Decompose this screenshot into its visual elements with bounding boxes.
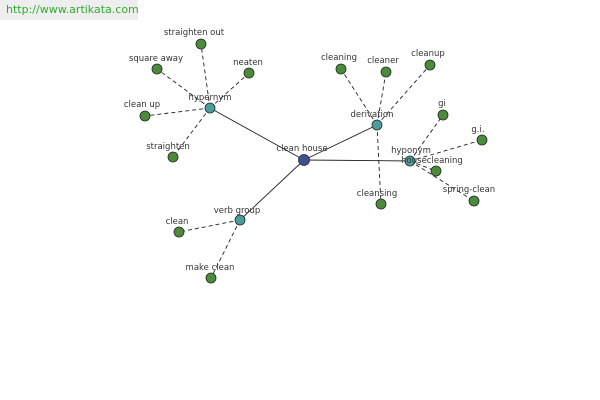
leaf-node-label[interactable]: straighten xyxy=(146,142,190,152)
edge-center-to-r_verbgroup xyxy=(239,159,305,221)
edge-r_hypernym-to-l_straighten xyxy=(172,107,211,158)
leaf-node-circle[interactable] xyxy=(151,63,163,75)
leaf-node[interactable]: gi xyxy=(437,99,449,121)
leaf-node[interactable]: cleanup xyxy=(411,49,445,71)
relation-node-label[interactable]: verb group xyxy=(214,206,261,216)
leaf-node-circle[interactable] xyxy=(139,110,151,122)
site-url-text[interactable]: http://www.artikata.com xyxy=(6,3,139,16)
leaf-node[interactable]: cleaning xyxy=(321,53,357,75)
leaf-node-circle[interactable] xyxy=(173,226,185,238)
leaf-node[interactable]: neaten xyxy=(233,58,263,79)
edge-center-to-r_derivation xyxy=(303,124,378,161)
leaf-node-label[interactable]: housecleaning xyxy=(401,156,463,166)
leaf-node[interactable]: make clean xyxy=(186,263,235,284)
leaf-node-circle[interactable] xyxy=(476,134,488,146)
leaf-node[interactable]: spring-clean xyxy=(443,185,495,207)
edge-r_derivation-to-l_cleaner xyxy=(376,71,387,126)
relation-node-circle[interactable] xyxy=(371,119,383,131)
leaf-node-label[interactable]: neaten xyxy=(233,58,263,68)
leaf-node[interactable]: cleansing xyxy=(357,189,397,210)
leaf-node-label[interactable]: square away xyxy=(129,54,183,64)
edge-r_hypernym-to-l_straighten_out xyxy=(200,43,211,109)
leaf-node-label[interactable]: clean xyxy=(166,217,189,227)
leaf-node-label[interactable]: cleansing xyxy=(357,189,397,199)
leaf-node[interactable]: housecleaning xyxy=(401,156,463,177)
relation-node-circle[interactable] xyxy=(204,102,216,114)
edge-r_hypernym-to-l_clean_up_1 xyxy=(144,107,211,117)
leaf-node-circle[interactable] xyxy=(205,272,217,284)
leaf-node-label[interactable]: cleaning xyxy=(321,53,357,63)
leaf-node[interactable]: clean xyxy=(166,217,189,238)
leaf-node-label[interactable]: cleanup xyxy=(411,49,445,59)
edge-center-to-r_hyponym xyxy=(303,159,411,162)
edge-r_hyponym-to-l_gi_2 xyxy=(409,139,483,162)
edge-r_hyponym-to-l_gi_1 xyxy=(409,114,444,162)
relation-node[interactable]: hypernym xyxy=(188,93,232,114)
edge-center-to-r_hypernym xyxy=(209,107,305,161)
relation-node[interactable]: hyponym xyxy=(391,146,431,167)
leaf-node-label[interactable]: gi xyxy=(438,99,446,109)
relation-node-circle[interactable] xyxy=(404,155,416,167)
relation-node[interactable]: verb group xyxy=(214,206,261,226)
leaf-node-circle[interactable] xyxy=(424,59,436,71)
leaf-node-label[interactable]: cleaner xyxy=(367,56,399,66)
leaf-node-circle[interactable] xyxy=(167,151,179,163)
leaf-node-label[interactable]: straighten out xyxy=(164,28,225,38)
center-node-circle[interactable] xyxy=(298,154,310,166)
leaf-node-circle[interactable] xyxy=(468,195,480,207)
leaf-node-circle[interactable] xyxy=(243,67,255,79)
center-node-label[interactable]: clean house xyxy=(276,144,327,154)
relation-node-label[interactable]: derivation xyxy=(350,110,393,120)
leaf-node[interactable]: g.i. xyxy=(471,125,488,146)
leaf-node-circle[interactable] xyxy=(195,38,207,50)
site-url-banner[interactable]: http://www.artikata.com xyxy=(0,0,139,20)
leaf-node-circle[interactable] xyxy=(375,198,387,210)
leaf-node-circle[interactable] xyxy=(380,66,392,78)
graph-nodes: clean house hypernym derivation hyponym verb… xyxy=(124,28,495,284)
leaf-node-label[interactable]: clean up xyxy=(124,100,160,110)
edge-r_verbgroup-to-l_make_clean xyxy=(210,219,241,279)
leaf-node-circle[interactable] xyxy=(430,165,442,177)
relation-node-label[interactable]: hyponym xyxy=(391,146,431,156)
relation-node-circle[interactable] xyxy=(234,214,246,226)
leaf-node-label[interactable]: make clean xyxy=(186,263,235,273)
leaf-node[interactable]: cleaner xyxy=(367,56,399,78)
edge-r_hyponym-to-l_spring_clean xyxy=(409,160,475,202)
leaf-node[interactable]: clean up xyxy=(124,100,160,122)
relation-node[interactable]: derivation xyxy=(350,110,394,131)
edge-r_derivation-to-l_cleansing xyxy=(376,124,382,205)
leaf-node-label[interactable]: spring-clean xyxy=(443,185,495,195)
leaf-node[interactable]: straighten xyxy=(146,142,190,163)
leaf-node-label[interactable]: g.i. xyxy=(471,125,484,135)
edge-r_hypernym-to-l_neaten xyxy=(209,72,250,109)
leaf-node[interactable]: straighten out xyxy=(164,28,225,50)
leaf-node-circle[interactable] xyxy=(335,63,347,75)
edge-r_hypernym-to-l_square_away xyxy=(156,68,211,109)
leaf-node[interactable]: square away xyxy=(129,54,183,75)
center-node[interactable]: clean house xyxy=(276,144,328,166)
leaf-node-circle[interactable] xyxy=(437,109,449,121)
edge-r_derivation-to-l_cleanup xyxy=(376,64,431,126)
relation-node-label[interactable]: hypernym xyxy=(188,93,231,103)
edge-r_verbgroup-to-l_clean xyxy=(178,219,241,233)
